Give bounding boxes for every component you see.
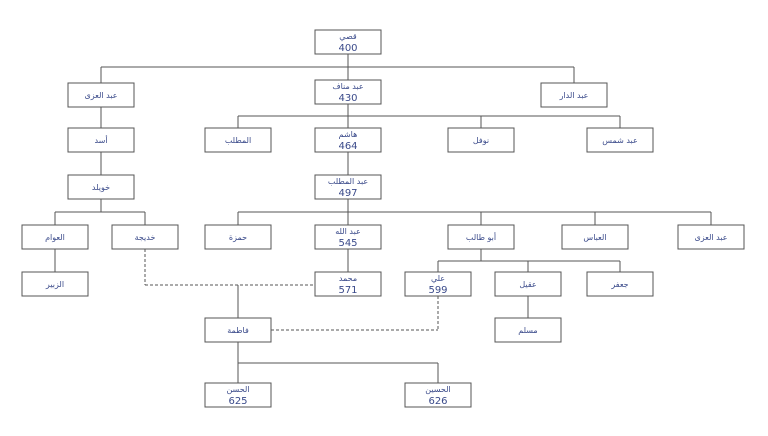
node-jafar: جعفر — [586, 271, 654, 297]
node-box — [561, 224, 629, 250]
node-box — [447, 224, 515, 250]
node-ali: علي 599 — [404, 271, 472, 297]
node-hasan: الحسن 625 — [204, 382, 272, 408]
node-name: عبد العزى — [84, 91, 117, 100]
tree-nodes: قصي 400 عبد العزى عبد مناف 430 عبد الدار أسد ال… — [21, 29, 745, 408]
node-year: 625 — [228, 396, 247, 407]
node-abd-manaf: عبد مناف 430 — [314, 79, 382, 105]
node-box — [67, 174, 135, 200]
node-box — [314, 127, 382, 153]
node-name: محمد — [339, 274, 357, 283]
node-box — [21, 224, 89, 250]
node-khuwaylid: خويلد — [67, 174, 135, 200]
node-name: أبو طالب — [466, 232, 496, 242]
node-year: 464 — [338, 141, 357, 152]
node-hamza: حمزة — [204, 224, 272, 250]
node-box — [204, 224, 272, 250]
node-name: جعفر — [610, 280, 628, 289]
node-box — [540, 82, 608, 108]
node-box — [494, 271, 562, 297]
node-box — [314, 174, 382, 200]
node-name: فاطمة — [227, 326, 249, 335]
node-abdullah: عبد الله 545 — [314, 224, 382, 250]
node-box — [204, 127, 272, 153]
node-box — [447, 127, 515, 153]
node-abd-shams: عبد شمس — [586, 127, 654, 153]
node-name: خويلد — [92, 183, 110, 192]
node-year: 571 — [338, 285, 357, 296]
node-name: العباس — [583, 233, 606, 242]
node-name: الحسن — [226, 385, 249, 394]
node-nawfal: نوفل — [447, 127, 515, 153]
node-name: عبد الله — [335, 227, 361, 236]
node-name: خديجة — [135, 233, 156, 242]
node-name: عبد مناف — [332, 82, 363, 91]
node-name: عبد الدار — [559, 91, 589, 100]
node-box — [314, 224, 382, 250]
node-awwam: العوام — [21, 224, 89, 250]
node-name: علي — [431, 274, 445, 283]
node-abbas: العباس — [561, 224, 629, 250]
node-box — [204, 382, 272, 408]
node-year: 545 — [338, 238, 357, 249]
node-muhammad: محمد 571 — [314, 271, 382, 297]
node-box — [21, 271, 89, 297]
node-name: عبد العزى — [694, 233, 727, 242]
node-abd-uzza-2: عبد العزى — [677, 224, 745, 250]
node-box — [67, 82, 135, 108]
node-box — [404, 271, 472, 297]
node-box — [677, 224, 745, 250]
node-year: 430 — [338, 93, 357, 104]
tree-connectors — [54, 54, 712, 383]
node-muttalib: المطلب — [204, 127, 272, 153]
node-name: العوام — [45, 233, 65, 242]
node-hashim: هاشم 464 — [314, 127, 382, 153]
node-name: الحسين — [425, 385, 450, 394]
node-name: عبد شمس — [602, 136, 637, 145]
node-box — [404, 382, 472, 408]
node-name: حمزة — [229, 233, 247, 242]
node-name: عقيل — [519, 280, 536, 289]
node-year: 400 — [338, 43, 357, 54]
node-asad: أسد — [67, 127, 135, 153]
node-year: 599 — [428, 285, 447, 296]
node-name: عبد المطلب — [328, 177, 368, 186]
node-name: هاشم — [339, 130, 358, 139]
node-muslim: مسلم — [494, 317, 562, 343]
node-box — [586, 127, 654, 153]
node-qusay: قصي 400 — [314, 29, 382, 55]
node-box — [494, 317, 562, 343]
node-abd-uzza-1: عبد العزى — [67, 82, 135, 108]
node-name: أسد — [94, 135, 107, 145]
node-year: 626 — [428, 396, 447, 407]
node-fatima: فاطمة — [204, 317, 272, 343]
node-name: مسلم — [518, 326, 537, 335]
node-box — [314, 29, 382, 55]
node-box — [204, 317, 272, 343]
node-box — [314, 271, 382, 297]
node-husayn: الحسين 626 — [404, 382, 472, 408]
node-box — [67, 127, 135, 153]
node-aqil: عقيل — [494, 271, 562, 297]
node-zubayr: الزبير — [21, 271, 89, 297]
node-box — [314, 79, 382, 105]
node-abd-muttalib: عبد المطلب 497 — [314, 174, 382, 200]
node-abu-talib: أبو طالب — [447, 224, 515, 250]
node-khadija: خديجة — [111, 224, 179, 250]
node-box — [111, 224, 179, 250]
node-year: 497 — [338, 188, 357, 199]
node-box — [586, 271, 654, 297]
node-name: المطلب — [225, 136, 251, 145]
node-abd-dar: عبد الدار — [540, 82, 608, 108]
node-name: الزبير — [45, 280, 64, 289]
node-name: قصي — [339, 32, 357, 41]
node-name: نوفل — [473, 136, 489, 145]
